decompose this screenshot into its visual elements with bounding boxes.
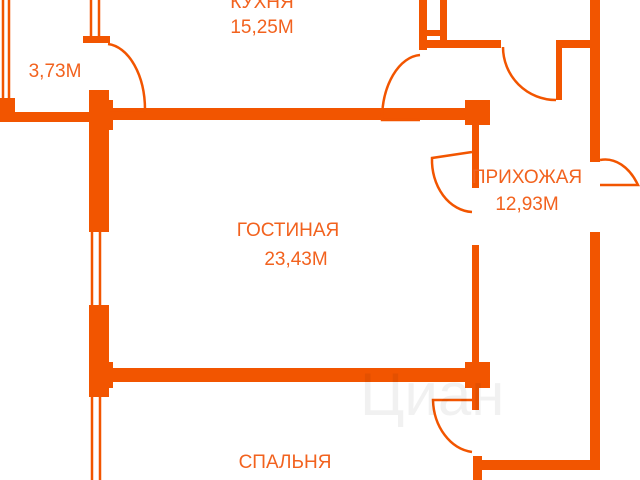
room-area-living: 23,43М [264,249,327,270]
room-area-hallway: 12,93М [495,194,558,215]
room-area-balcony: 3,73М [29,61,82,82]
walls [0,0,600,480]
room-area-kitchen: 15,25М [230,17,293,38]
room-name-living: ГОСТИНАЯ [237,220,339,241]
door-arcs [107,42,640,454]
room-name-hallway: ПРИХОЖАЯ [472,167,582,188]
room-name-kitchen: КУХНЯ [230,0,293,13]
room-name-bedroom: СПАЛЬНЯ [239,452,332,473]
watermark: Циан [360,361,504,428]
